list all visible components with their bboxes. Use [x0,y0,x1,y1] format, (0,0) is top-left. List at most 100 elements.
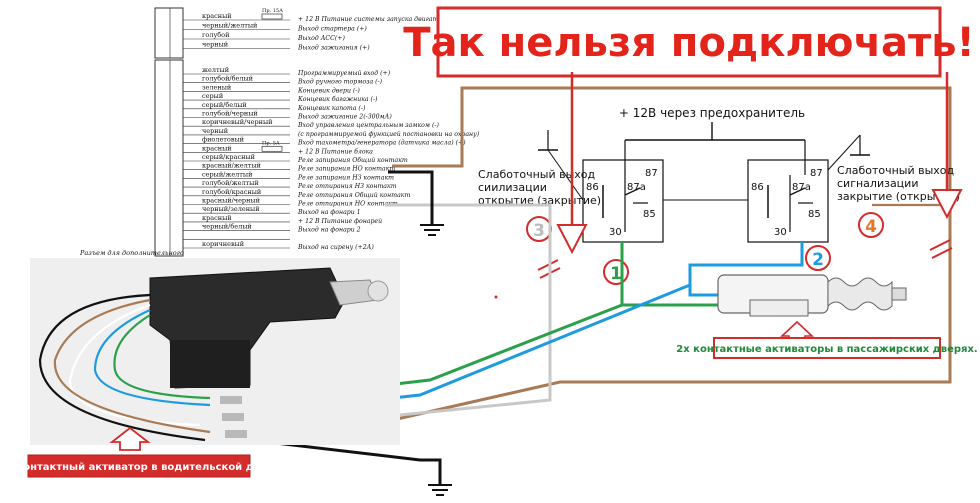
pinout-description: Выход на фонари 1 [297,209,361,216]
svg-text:4: 4 [865,217,877,237]
pinout-wire-color: серый/желтый [202,170,252,178]
pinout-description: Реле отпирания НЗ контакт [297,183,397,190]
pinout-description: Программируемый вход (+) [297,70,391,77]
svg-text:Слаботочный выход: Слаботочный выход [837,164,955,177]
wire-brown-loop [339,86,952,434]
pinout-description: Выход на фонари 2 [297,227,361,234]
svg-text:Слаботочный выход: Слаботочный выход [478,168,596,181]
pinout-panel: красный Пр. 15А + 12 В Питание системы зап… [79,7,480,257]
pinout-description: + 12 В Питание системы запуска двигателя [298,16,450,23]
pinout-wire-color: черный/желтый [202,22,257,30]
passenger-actuator-image [717,274,907,317]
relay-left: 86 87 87a 85 30 [582,159,664,243]
relay-right-pin-30: 30 [774,227,787,238]
passenger-caption-box [713,337,941,359]
fuse-label: Пр. 5А [262,140,280,146]
driver-caption-box [27,454,251,478]
marker-2: 2 [805,245,831,271]
relay-left-pin-30: 30 [609,227,622,238]
connector-top [154,7,184,59]
pinout-wire-color: фиолетовый [202,136,244,144]
pinout-wire-color: зеленый [202,83,231,91]
pinout-description: Концевик капота (-) [297,105,366,112]
pinout-wire-color: красный [202,12,232,20]
svg-text:2: 2 [812,250,824,270]
relay-left-pin-87: 87 [645,168,658,179]
pinout-description: Реле запирания НЗ контакт [297,174,394,181]
pinout-wire-color: красный/черный [202,197,260,205]
relay-right-pin-87: 87 [810,168,823,179]
pinout-wire-color: серый [202,92,223,100]
cut-mark-right [929,239,953,259]
red-arrow-right [931,72,963,220]
pinout-description: Вход тахометра/генератора (датчика масла… [297,140,466,147]
pinout-wire-color: коричневый [202,240,244,248]
pinout-wire-color: желтый [202,66,229,74]
pinout-wire-color: серый/красный [202,153,255,161]
pinout-wire-color: красный [202,214,232,222]
pinout-wire-color: голубой/черный [202,110,258,118]
pinout-description: Выход на сирену (+2А) [297,244,374,251]
driver-caption: 5ти контактный активатор в водительской … [0,462,285,473]
pinout-wire-color: красный [202,144,232,152]
pinout-description: Вход ручного тормоза (-) [297,79,383,86]
pinout-wire-color: черный [202,127,228,135]
pinout-description: Реле запирания Общий контакт [297,157,408,164]
pinout-description: Выход стартера (+) [297,26,367,33]
pinout-description: Вход управления центральным замком (-) [297,122,440,129]
pinout-description: Выход АСС(+) [297,35,345,42]
pinout-wire-color: красный/желтый [202,162,261,170]
ground-symbol-driver [428,484,452,496]
right-output-label: Слаботочный выход сигнализации закрытие … [837,164,960,203]
pinout-wire-color: черный/зеленый [202,205,260,213]
pinout-wire-color: коричневый/черный [202,118,272,126]
svg-text:сигнализации: сигнализации [837,177,918,190]
pinout-wire-color: голубой/красный [202,188,261,196]
svg-text:1: 1 [610,264,622,284]
pinout-wire-color: голубой/желтый [202,179,259,187]
marker-3: 3 [526,216,552,242]
driver-actuator-image [38,267,389,442]
title-box [436,6,942,78]
pinout-description: + 12 В Питание блока [298,148,373,155]
pinout-description: Концевик двери (-) [297,87,360,94]
relay-right-pin-85: 85 [808,209,821,220]
fuse-symbol [261,13,283,20]
wire-black-pinout [388,170,434,225]
pinout-description: Выход зажигания (+) [297,45,370,52]
pinout-rows: красный Пр. 15А + 12 В Питание системы зап… [183,8,480,251]
pinout-footer: Разъем для дополнительного [79,249,184,257]
svg-text:3: 3 [533,221,545,241]
pinout-wire-color: серый/белый [202,101,247,109]
pinout-wire-color: черный [202,41,228,49]
pinout-wire-color: голубой [202,31,229,39]
pinout-description: Выход зажигание 2(-300мА) [297,114,392,121]
connector-main [154,59,184,257]
fuse-symbol [261,145,283,152]
pinout-description: Концевик багажника (-) [297,96,378,103]
pinout-wire-color: голубой/белый [202,75,253,83]
relay-left-pin-86: 86 [586,182,599,193]
relay-right: 86 87 87a 85 30 [747,159,829,243]
stray-dot [494,295,498,299]
ground-symbol-pinout [420,224,444,236]
wire-black-driver [249,438,442,485]
supply-label: + 12В через предохранитель [619,106,805,120]
relay-left-pin-85: 85 [643,209,656,220]
marker-4: 4 [858,212,884,238]
pinout-description: + 12 В Питание фонарей [298,218,382,225]
relay-right-pin-86: 86 [751,182,764,193]
pinout-description: Реле запирания НО контакт [297,166,395,173]
driver-arrow [109,426,151,451]
svg-text:закрытие (открытие): закрытие (открытие) [837,190,960,203]
pinout-wire-color: черный/белый [202,223,252,231]
red-arrow-left [556,72,588,255]
relay-left-pin-87a: 87a [627,182,646,193]
marker-1: 1 [603,259,629,285]
page-title: Так нельзя подключать! [403,20,974,66]
pinout-description: Реле отпирания НО контакт [297,201,398,208]
passenger-caption: 2х контактные активаторы в пассажирских … [676,344,977,355]
fuse-label: Пр. 15А [262,8,283,14]
relay-right-pin-87a: 87a [792,182,811,193]
